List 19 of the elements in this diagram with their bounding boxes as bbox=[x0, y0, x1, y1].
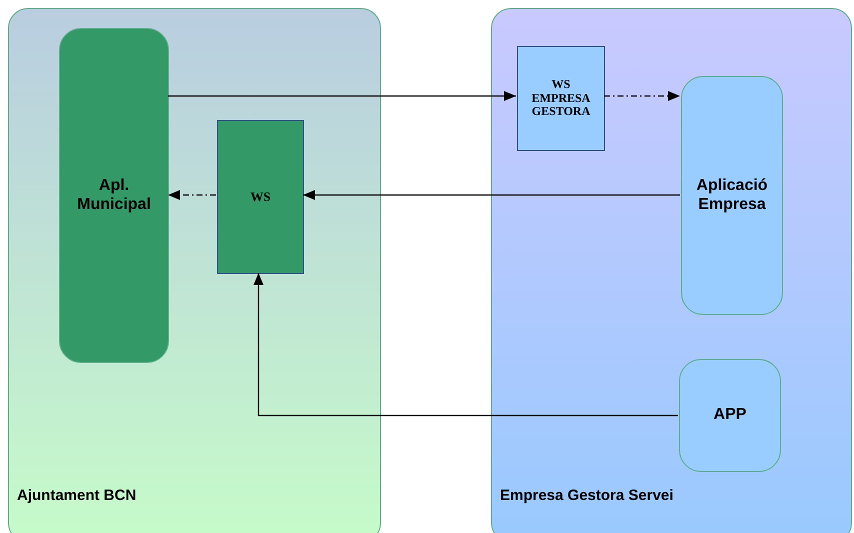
service-box bbox=[217, 120, 304, 274]
arrow bbox=[303, 190, 680, 200]
arrow bbox=[168, 190, 216, 200]
box-label: WS bbox=[249, 190, 272, 204]
arrow bbox=[604, 91, 680, 101]
zone-label: Empresa Gestora Servei bbox=[500, 487, 674, 504]
zone-label: Ajuntament BCN bbox=[17, 487, 136, 504]
application-box bbox=[679, 359, 781, 472]
service-box bbox=[517, 46, 605, 151]
arrow bbox=[168, 91, 516, 101]
application-box bbox=[681, 76, 783, 315]
application-box bbox=[59, 28, 169, 363]
arrow bbox=[254, 273, 678, 416]
zone-panel bbox=[8, 8, 381, 533]
box-label: APP bbox=[712, 406, 748, 425]
box-label: Aplicació Empresa bbox=[695, 177, 769, 214]
zone-panel bbox=[491, 8, 852, 533]
box-label: WS EMPRESA GESTORA bbox=[530, 78, 592, 120]
box-label: Apl. Municipal bbox=[76, 177, 152, 214]
